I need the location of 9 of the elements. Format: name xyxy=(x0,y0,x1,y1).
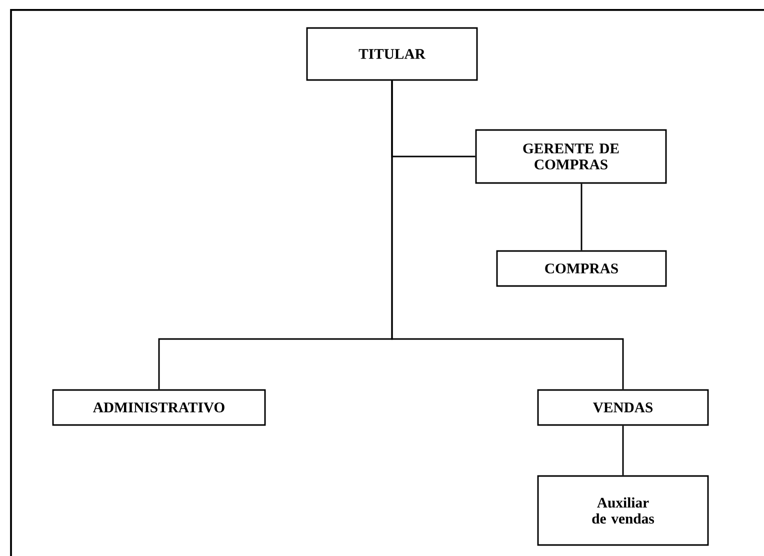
org-box: VENDAS xyxy=(537,389,709,426)
connector-line xyxy=(622,426,624,476)
org-box: Auxiliar de vendas xyxy=(537,475,709,546)
org-box: GERENTE DE COMPRAS xyxy=(475,129,667,184)
connector-line xyxy=(580,184,582,250)
org-box: TITULAR xyxy=(306,27,478,81)
org-box: ADMINISTRATIVO xyxy=(52,389,266,426)
connector-line xyxy=(391,80,624,390)
org-box: COMPRAS xyxy=(496,250,667,287)
